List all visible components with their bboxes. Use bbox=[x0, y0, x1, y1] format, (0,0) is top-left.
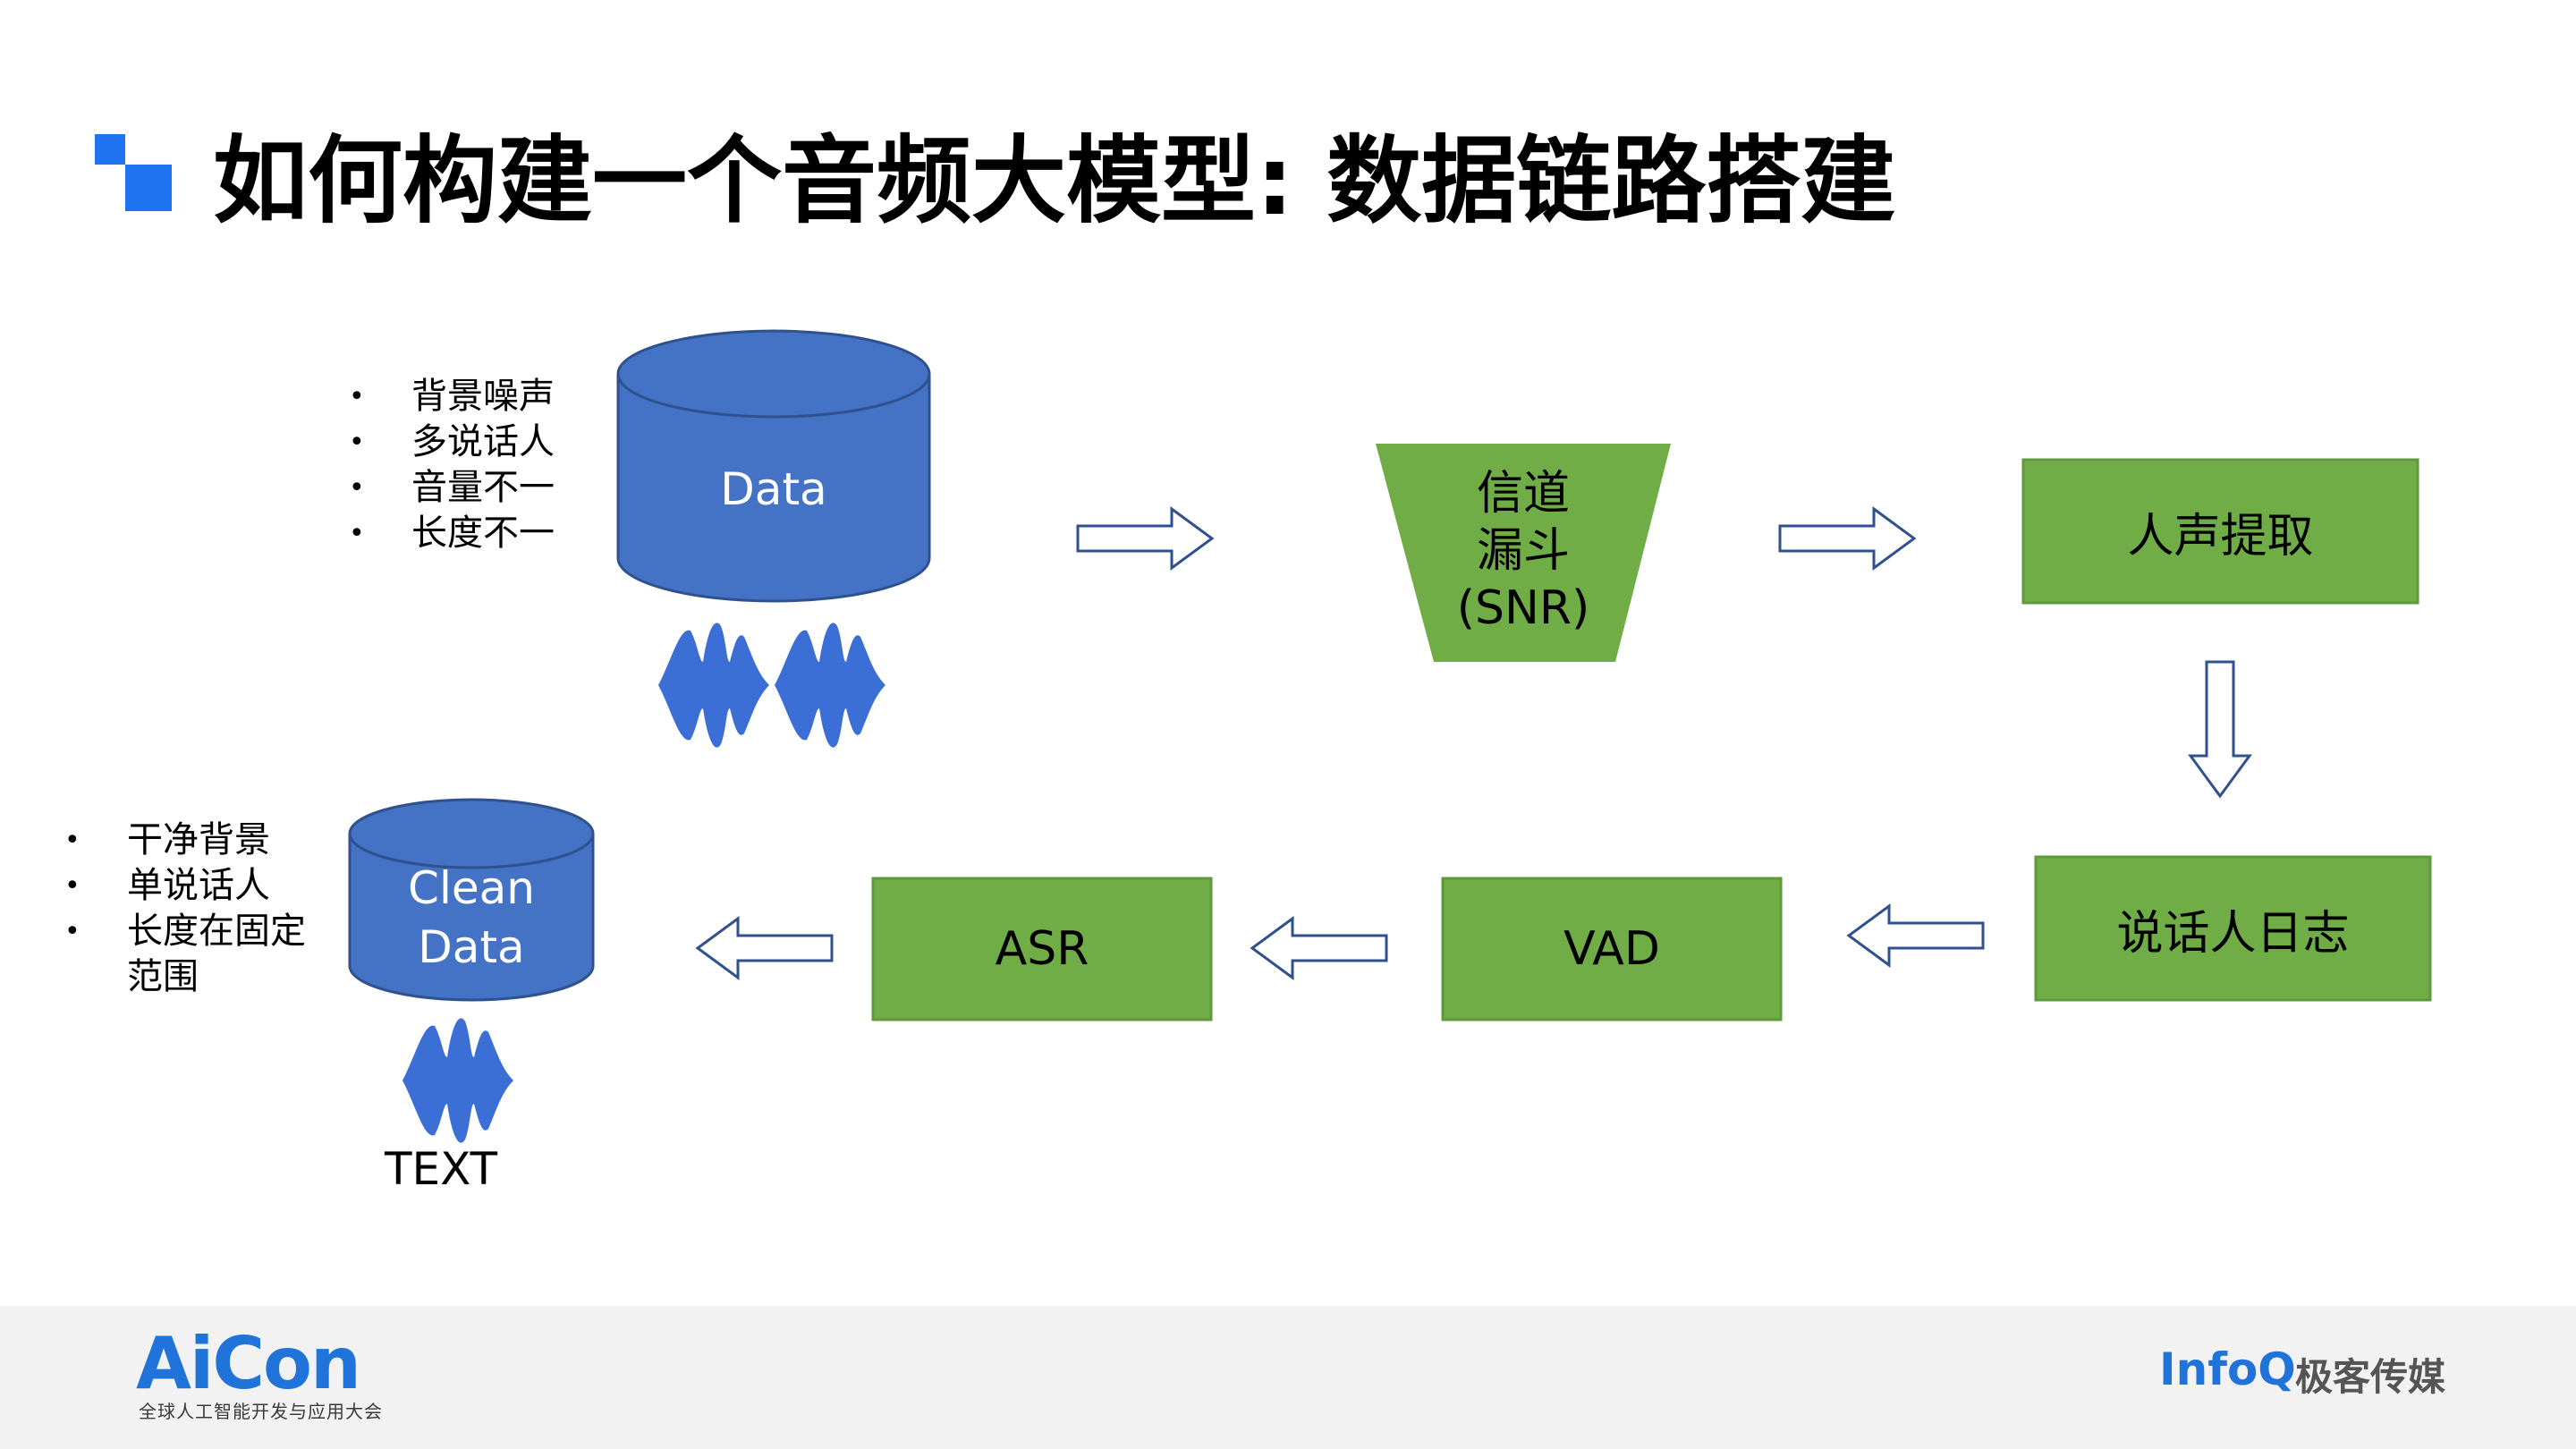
arrow-funnel-to-extraction bbox=[1778, 506, 1917, 571]
asr-label: ASR bbox=[995, 922, 1089, 976]
arrow-extraction-to-diarization bbox=[2188, 660, 2252, 799]
aicon-logo: AiCon bbox=[136, 1322, 361, 1405]
voice-extraction-box bbox=[2021, 458, 2419, 605]
title-square-icon bbox=[95, 134, 172, 211]
clean-data-line-1: Clean bbox=[408, 862, 535, 914]
infoq-tagline: 极客传媒 bbox=[2295, 1355, 2446, 1399]
issue-item: 多说话人 bbox=[349, 419, 555, 465]
waveform-icon-2 bbox=[775, 623, 886, 748]
funnel-line-1: 信道 bbox=[1476, 467, 1570, 521]
issue-item: 背景噪声 bbox=[349, 374, 555, 419]
raw-data-cylinder bbox=[616, 329, 931, 603]
asr-box bbox=[871, 877, 1213, 1021]
arrow-diarization-to-vad bbox=[1846, 903, 1985, 968]
issue-item: 音量不一 bbox=[349, 465, 555, 511]
speaker-diarization-box bbox=[2034, 855, 2432, 1002]
waveform-icon-clean bbox=[402, 1018, 513, 1143]
channel-funnel-shape bbox=[1376, 444, 1671, 662]
clean-data-line-2: Data bbox=[418, 921, 525, 973]
speaker-diarization-label: 说话人日志 bbox=[2116, 906, 2350, 961]
waveform-icon-1 bbox=[658, 623, 769, 748]
infoq-logo: InfoQ bbox=[2159, 1343, 2296, 1395]
funnel-line-2: 漏斗 bbox=[1476, 524, 1570, 578]
arrow-vad-to-asr bbox=[1250, 916, 1388, 980]
property-item: 长度在固定 bbox=[64, 909, 306, 954]
clean-data-properties-list: 干净背景 单说话人 长度在固定 范围 bbox=[64, 818, 306, 1000]
pipeline-diagram bbox=[348, 329, 2432, 1143]
footer-bar bbox=[0, 1306, 2576, 1449]
slide-title: 如何构建一个音频大模型: 数据链路搭建 bbox=[213, 126, 1896, 236]
channel-funnel-label: 信道 漏斗 (SNR) bbox=[1395, 462, 1651, 640]
vad-box bbox=[1441, 877, 1783, 1021]
arrow-asr-to-clean-data bbox=[695, 916, 834, 980]
clean-data-cylinder bbox=[348, 798, 595, 1002]
clean-data-label: Clean Data bbox=[350, 859, 593, 977]
vad-label: VAD bbox=[1563, 922, 1660, 976]
property-item: 范围 bbox=[127, 956, 199, 997]
raw-data-label: Data bbox=[720, 463, 827, 515]
funnel-line-3: (SNR) bbox=[1456, 581, 1590, 635]
voice-extraction-label: 人声提取 bbox=[2127, 509, 2314, 564]
issue-item: 长度不一 bbox=[349, 511, 555, 556]
arrow-data-to-funnel bbox=[1076, 506, 1215, 571]
raw-data-issues-list: 背景噪声 多说话人 音量不一 长度不一 bbox=[349, 374, 555, 556]
aicon-tagline: 全球人工智能开发与应用大会 bbox=[139, 1401, 383, 1422]
property-item: 单说话人 bbox=[64, 863, 306, 909]
text-caption: TEXT bbox=[385, 1143, 498, 1195]
property-item: 干净背景 bbox=[64, 818, 306, 863]
